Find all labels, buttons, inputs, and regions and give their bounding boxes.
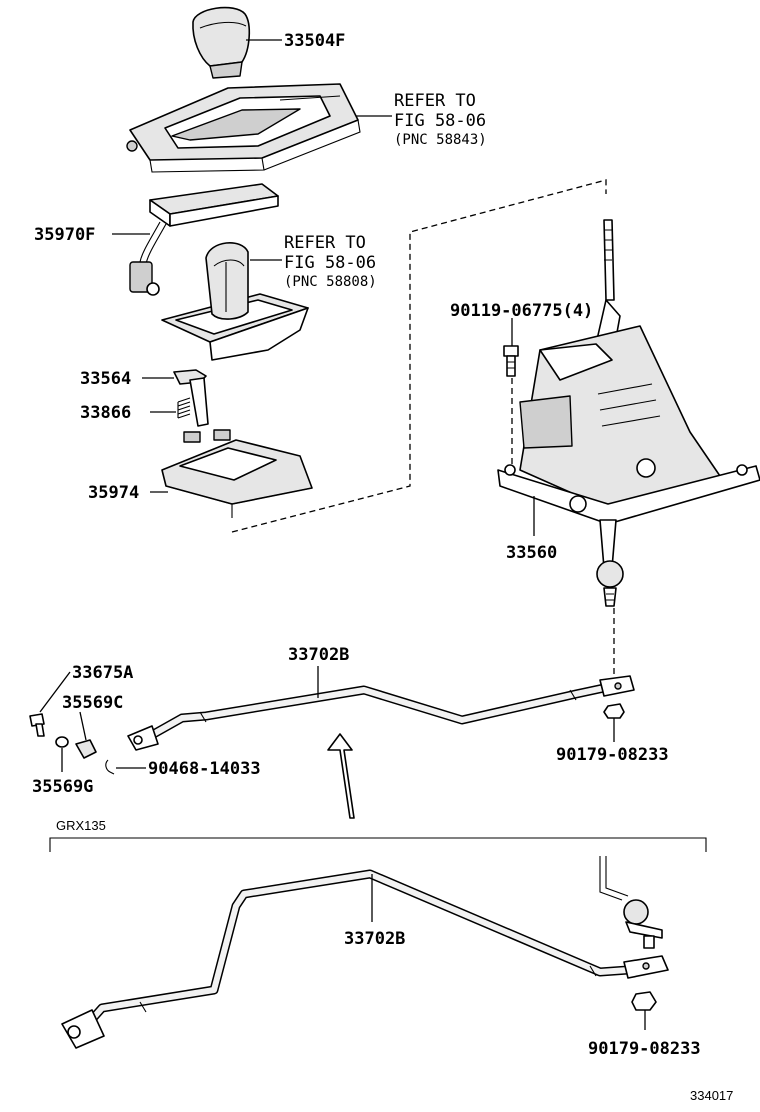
nut-lower-drawing <box>631 991 657 1011</box>
label-refer-top-1: REFER TO <box>394 91 476 111</box>
label-cable-main: 33702B <box>288 645 349 665</box>
label-cable-variant: 33702B <box>344 929 405 949</box>
console-bezel-drawing <box>126 83 361 173</box>
label-33504F: 33504F <box>284 31 345 51</box>
shift-cable-upper-drawing <box>127 675 635 751</box>
label-35569G: 35569G <box>32 777 93 797</box>
clip-drawing <box>29 713 45 737</box>
label-refer-mid-1: REFER TO <box>284 233 366 253</box>
label-33866: 33866 <box>80 403 131 423</box>
label-bolt-lever: 90119-06775(4) <box>450 301 593 321</box>
pin-drawing <box>105 759 115 775</box>
nut-upper-drawing <box>603 703 625 719</box>
label-refer-mid-2: FIG 58-06 <box>284 253 376 273</box>
variant-arrow <box>327 733 355 819</box>
shift-lever-assembly-drawing <box>497 219 760 607</box>
indicator-harness-drawing <box>129 183 279 296</box>
shift-knob-drawing <box>192 6 251 79</box>
label-nut-upper: 90179-08233 <box>556 745 669 765</box>
label-33560: 33560 <box>506 543 557 563</box>
lock-part-drawing <box>173 369 209 427</box>
bushing-c-drawing <box>75 739 97 759</box>
label-35974: 35974 <box>88 483 139 503</box>
label-35970F: 35970F <box>34 225 95 245</box>
variant-label: GRX135 <box>56 818 106 833</box>
bushing-g-drawing <box>55 736 69 748</box>
reference-dashed-outline <box>231 179 607 533</box>
shift-boot-drawing <box>161 242 309 361</box>
label-33675A: 33675A <box>72 663 133 683</box>
shift-cable-variant-drawing <box>61 856 669 1049</box>
label-35569C: 35569C <box>62 693 123 713</box>
figure-number: 334017 <box>690 1088 733 1103</box>
label-refer-mid-3: (PNC 58808) <box>284 274 377 290</box>
label-nut-lower: 90179-08233 <box>588 1039 701 1059</box>
label-33564: 33564 <box>80 369 131 389</box>
spring-drawing <box>177 397 191 419</box>
variant-bracket <box>49 837 707 852</box>
leader-35569C <box>79 711 87 741</box>
position-plate-drawing <box>161 429 313 518</box>
leader-33675A <box>39 671 71 713</box>
label-refer-top-3: (PNC 58843) <box>394 132 487 148</box>
label-refer-top-2: FIG 58-06 <box>394 111 486 131</box>
label-pin: 90468-14033 <box>148 759 261 779</box>
bolt-drawing <box>503 345 519 377</box>
